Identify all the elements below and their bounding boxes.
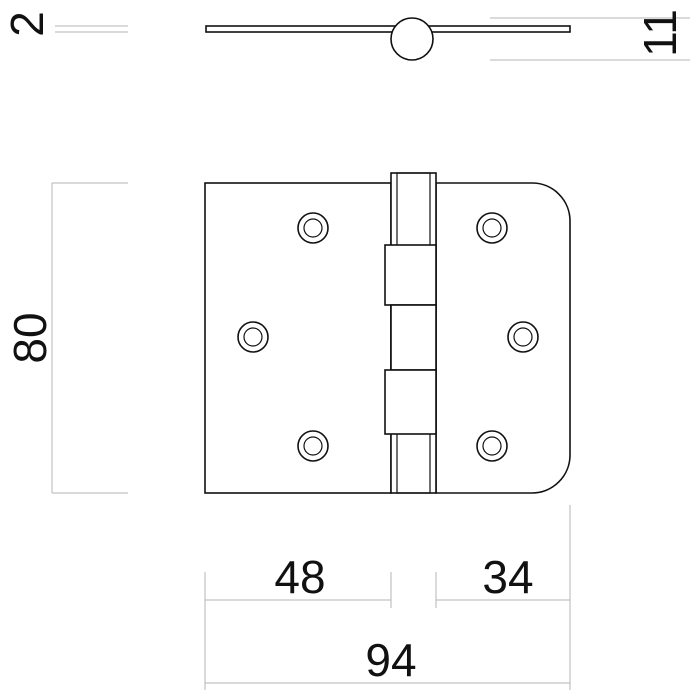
right-leaf [435, 182, 571, 494]
screw-hole [476, 212, 508, 244]
knuckle-label: 11 [634, 9, 686, 57]
height-dimension: 80 [4, 182, 128, 494]
screw-hole [297, 430, 329, 462]
screw-hole [476, 430, 508, 462]
right-leaf-label: 34 [482, 551, 533, 603]
thickness-dimension: 2 [1, 11, 128, 37]
knuckle-segment-2 [390, 304, 437, 371]
screw-hole [297, 212, 329, 244]
knuckle-segment-1 [384, 244, 437, 306]
total-width-label: 94 [365, 634, 416, 686]
screw-hole [237, 321, 269, 353]
knuckle-segment-3 [384, 369, 437, 435]
knuckle-dimension: 11 [490, 9, 690, 61]
hinge-front-view [204, 172, 571, 494]
thickness-label: 2 [1, 11, 53, 37]
height-label: 80 [4, 312, 56, 363]
hinge-side-view [205, 17, 571, 61]
screw-hole [507, 321, 539, 353]
width-dimensions: 48 34 94 [204, 505, 571, 690]
side-view-leaf-plate [205, 25, 571, 33]
left-leaf-label: 48 [274, 551, 325, 603]
side-view-knuckle [390, 17, 434, 61]
